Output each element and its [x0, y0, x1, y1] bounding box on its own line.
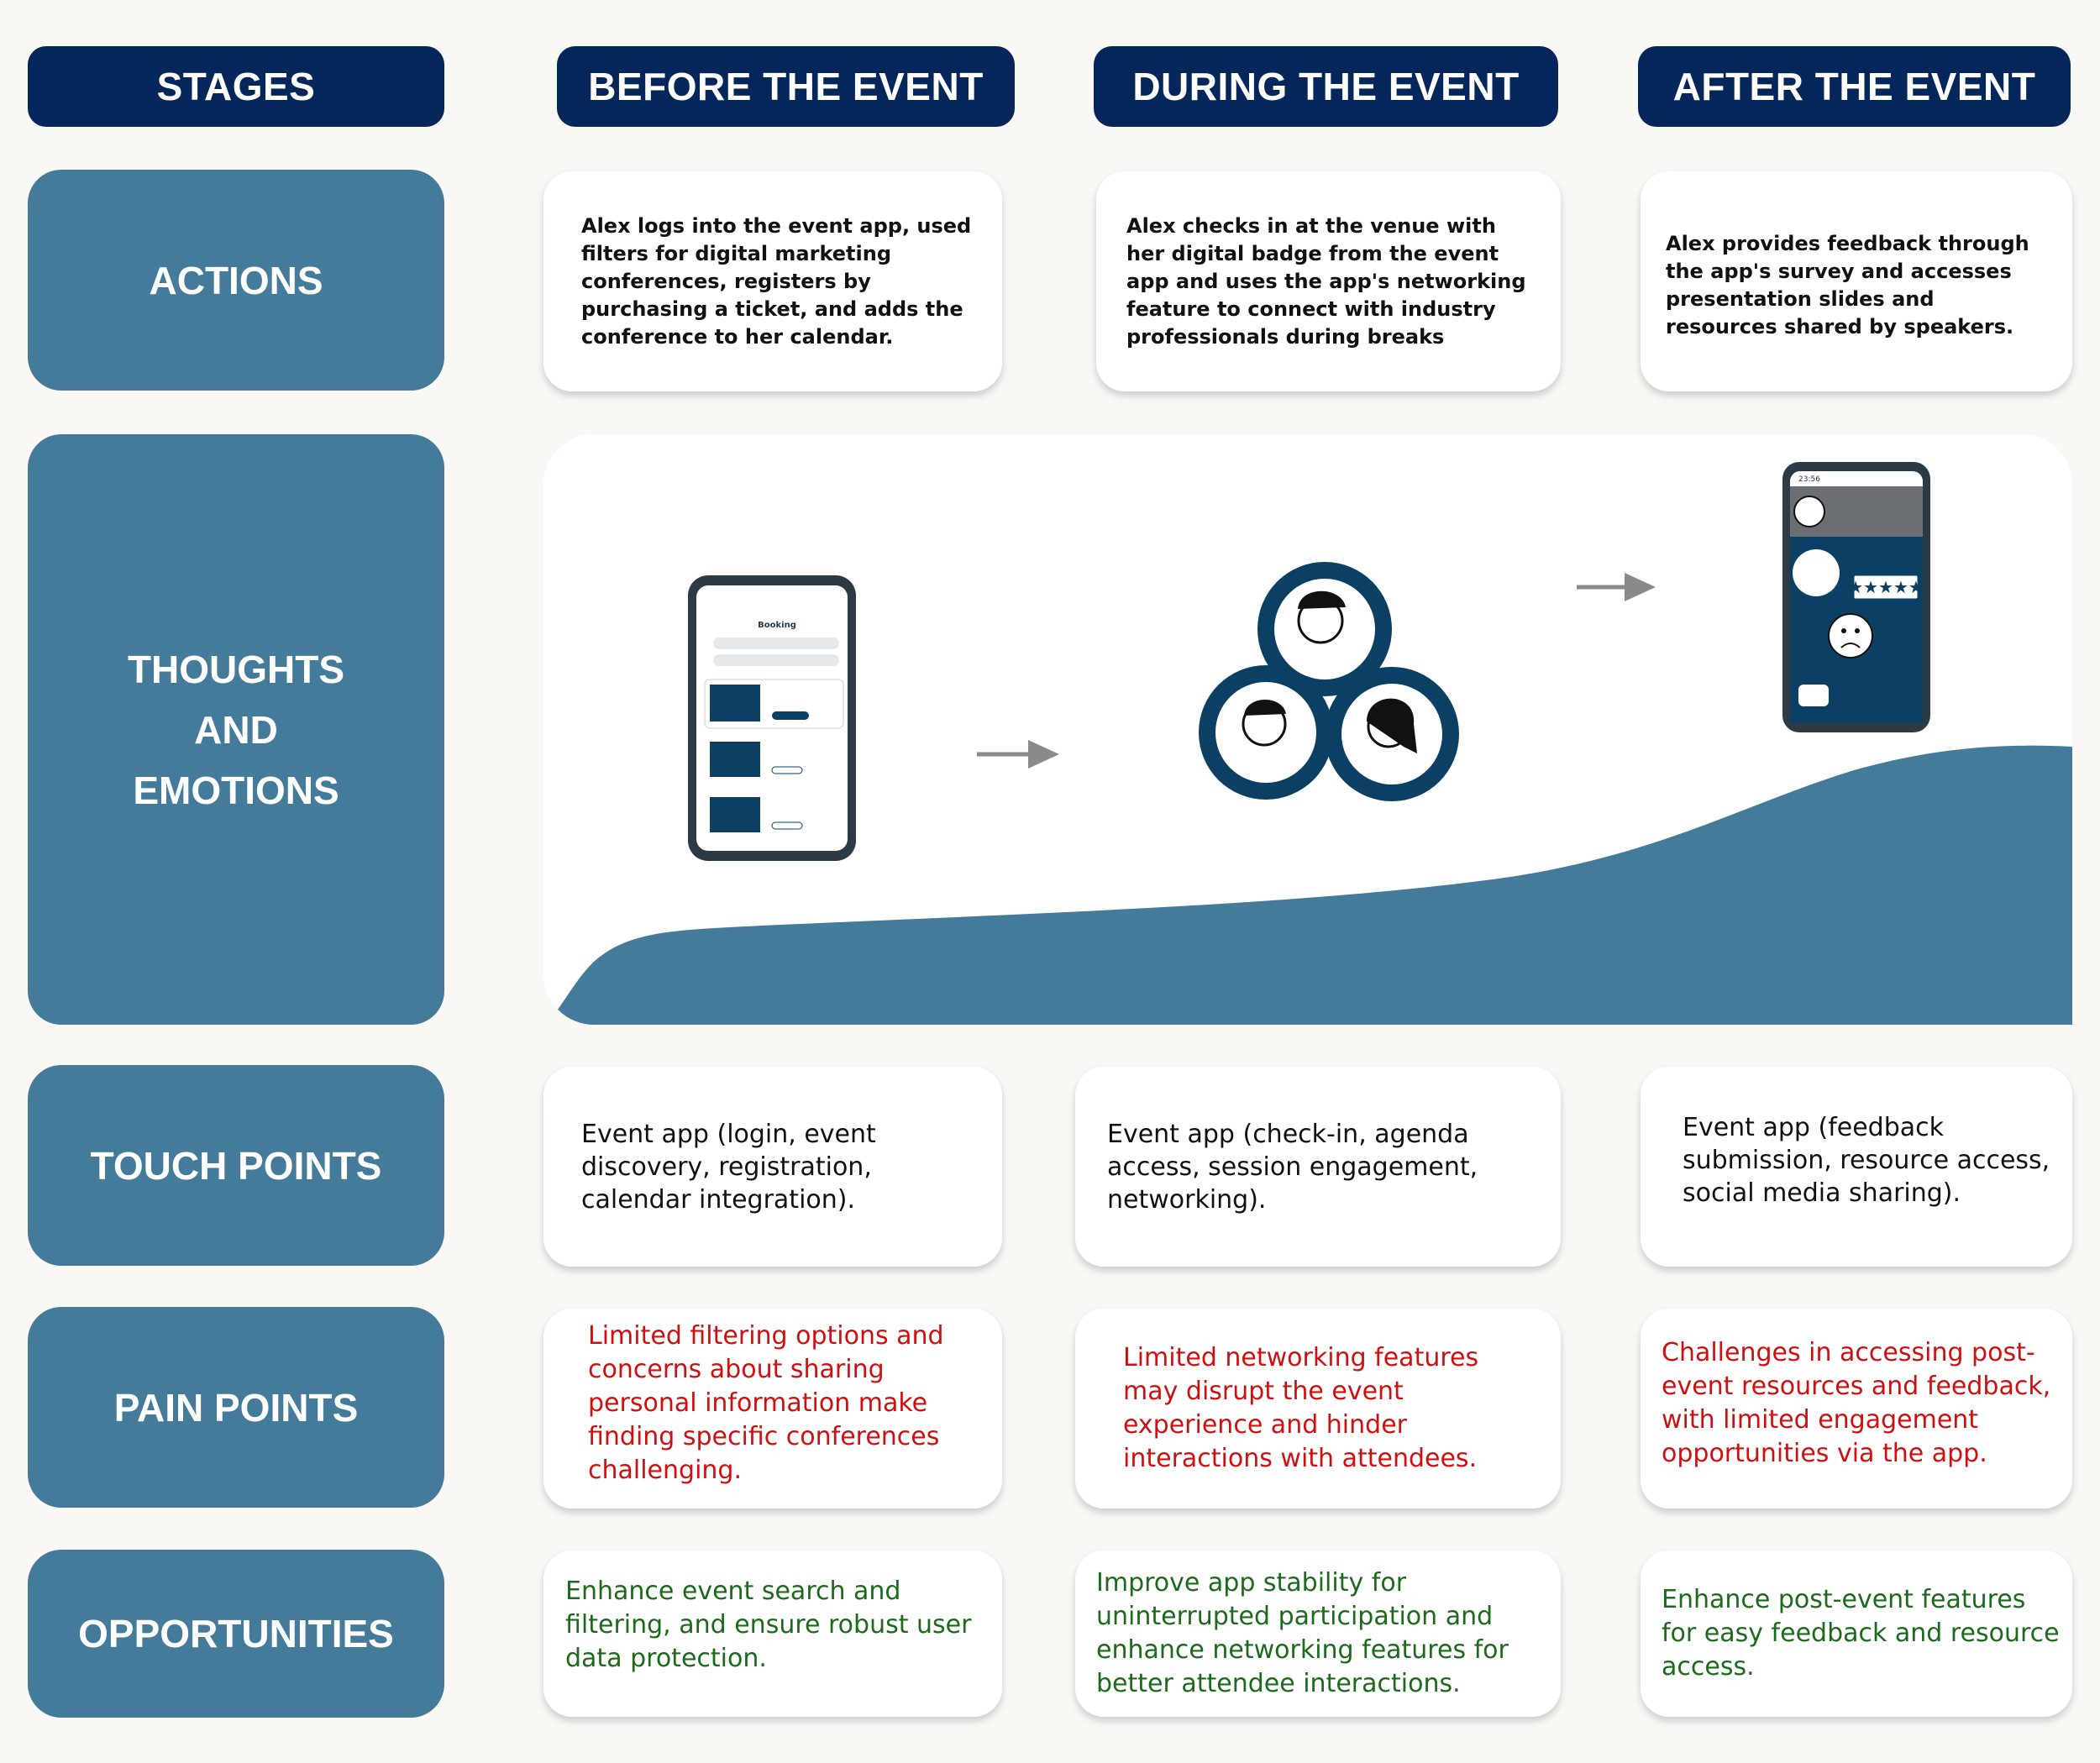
pain-points-text-before: Limited filtering options and concerns a… — [588, 1321, 944, 1485]
opportunities-text-after: Enhance post-event features for easy fee… — [1662, 1585, 2060, 1682]
actions-card-after: Alex provides feedback through the app's… — [1641, 171, 2072, 391]
touch-points-card-before: Event app (login, event discovery, regis… — [543, 1067, 1002, 1267]
feedback-phone-icon: 23:56 ★★★★★ — [1782, 462, 1930, 732]
pain-points-text-during: Limited networking features may disrupt … — [1123, 1343, 1479, 1473]
touch-points-text-after: Event app (feedback submission, resource… — [1683, 1112, 2050, 1208]
stage-touch-points-label: TOUCH POINTS — [90, 1143, 382, 1188]
pain-points-card-during: Limited networking features may disrupt … — [1075, 1309, 1561, 1509]
rating-stars: ★★★★★ — [1848, 577, 1924, 597]
touch-points-card-after: Event app (feedback submission, resource… — [1641, 1067, 2072, 1267]
actions-text-before: Alex logs into the event app, used filte… — [581, 213, 972, 349]
opportunities-card-during: Improve app stability for uninterrupted … — [1075, 1550, 1561, 1717]
opportunities-card-before: Enhance event search and filtering, and … — [543, 1550, 1002, 1717]
actions-card-during: Alex checks in at the venue with her dig… — [1096, 171, 1561, 391]
booking-phone-icon: Booking — [688, 575, 856, 861]
touch-points-card-during: Event app (check-in, agenda access, sess… — [1075, 1067, 1561, 1267]
stage-actions-label: ACTIONS — [149, 258, 323, 302]
stage-pain-points: PAIN POINTS — [28, 1307, 444, 1508]
touch-points-text-during: Event app (check-in, agenda access, sess… — [1107, 1119, 1478, 1215]
emotion-wave — [543, 745, 2072, 1025]
arrow-right-icon — [1577, 573, 1656, 601]
pain-points-card-after: Challenges in accessing post-event resou… — [1641, 1309, 2072, 1509]
people-gears-icon — [1199, 562, 1459, 801]
stage-touch-points: TOUCH POINTS — [28, 1065, 444, 1266]
opportunities-text-during: Improve app stability for uninterrupted … — [1096, 1568, 1509, 1698]
header-during-the-event: DURING THE EVENT — [1094, 46, 1558, 127]
feedback-phone-time: 23:56 — [1798, 475, 1820, 484]
stage-opportunities-label: OPPORTUNITIES — [78, 1612, 394, 1655]
stage-thoughts-line-2: AND — [194, 707, 278, 752]
thoughts-illustration-panel: Booking — [543, 434, 2072, 1025]
stage-thoughts-and-emotions: THOUGHTS AND EMOTIONS — [28, 434, 444, 1025]
header-stages: STAGES — [28, 46, 444, 127]
actions-text-during: Alex checks in at the venue with her dig… — [1126, 213, 1526, 349]
pain-points-text-after: Challenges in accessing post-event resou… — [1662, 1338, 2051, 1468]
pain-points-card-before: Limited filtering options and concerns a… — [543, 1309, 1002, 1509]
header-before-the-event: BEFORE THE EVENT — [557, 46, 1015, 127]
actions-card-before: Alex logs into the event app, used filte… — [543, 171, 1002, 391]
touch-points-text-before: Event app (login, event discovery, regis… — [581, 1119, 876, 1215]
stage-pain-points-label: PAIN POINTS — [113, 1385, 359, 1430]
actions-text-after: Alex provides feedback through the app's… — [1666, 232, 2029, 338]
stage-thoughts-line-3: EMOTIONS — [133, 768, 339, 812]
arrow-right-icon — [977, 740, 1059, 769]
header-after-the-event: AFTER THE EVENT — [1638, 46, 2071, 127]
stage-thoughts-line-1: THOUGHTS — [127, 647, 345, 691]
stage-opportunities: OPPORTUNITIES — [28, 1550, 444, 1718]
opportunities-text-before: Enhance event search and filtering, and … — [565, 1577, 972, 1673]
stage-actions: ACTIONS — [28, 170, 444, 391]
opportunities-card-after: Enhance post-event features for easy fee… — [1641, 1550, 2072, 1717]
booking-screen-title: Booking — [758, 621, 796, 630]
